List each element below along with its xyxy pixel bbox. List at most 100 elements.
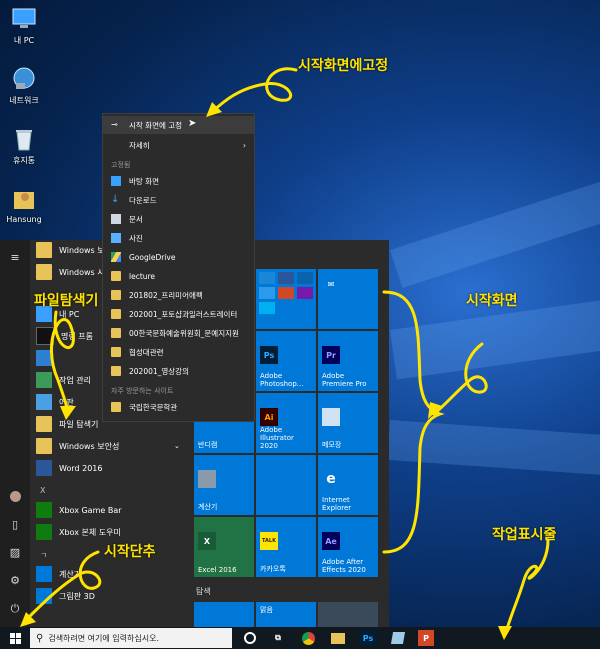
network-icon: [11, 66, 37, 92]
annotation-start-button: 시작단추: [104, 544, 156, 560]
desktop-icon-recycle-bin[interactable]: 휴지통: [4, 126, 44, 166]
pinned-item-folder[interactable]: 00한국문화예술위원회_문예지지원: [103, 324, 254, 342]
tile-calculator[interactable]: 계산기: [194, 455, 254, 515]
app-item[interactable]: 그림판 3D: [36, 586, 95, 606]
search-icon: ⚲: [36, 632, 44, 644]
calculator-icon: [198, 470, 216, 488]
folder-icon: [111, 402, 121, 412]
wallpaper-beam: [390, 169, 600, 289]
cortana-icon[interactable]: [242, 630, 258, 646]
document-icon: [111, 214, 121, 224]
pinned-item-folder[interactable]: 202001_영상강의: [103, 362, 254, 380]
pinned-item-pictures[interactable]: 사진: [103, 229, 254, 247]
app-item[interactable]: Windows 보: [36, 240, 105, 260]
pinned-item-folder[interactable]: lecture: [103, 267, 254, 285]
word-icon: [36, 460, 52, 476]
jump-list-context-menu: ⊸ 시작 화면에 고정 ➤ 자세히 › 고정됨 바탕 화면 ↓다운로드 문서 사…: [102, 113, 255, 422]
mail-icon: ✉: [327, 279, 335, 289]
powerpoint-icon[interactable]: P: [418, 630, 434, 646]
google-drive-icon: [111, 252, 121, 262]
menu-item-more[interactable]: 자세히 ›: [129, 140, 246, 150]
app-item[interactable]: 작업 관리: [36, 370, 91, 390]
app-icon[interactable]: [390, 630, 406, 646]
powerpoint-icon: [278, 287, 294, 299]
menu-item-pin-to-start[interactable]: ⊸ 시작 화면에 고정 ➤: [103, 116, 254, 134]
mouse-cursor-icon: ➤: [188, 118, 197, 129]
recycle-bin-icon: [11, 126, 37, 152]
tile-mail[interactable]: ✉: [318, 269, 378, 329]
app-item[interactable]: Word 2016: [36, 458, 102, 478]
documents-icon[interactable]: ▯: [11, 517, 19, 531]
photoshop-icon[interactable]: Ps: [360, 630, 376, 646]
onedrive-icon: [259, 287, 275, 299]
pictures-icon: [111, 233, 121, 243]
desktop-icon: [111, 176, 121, 186]
start-menu-rail: ≡ ▯ ▨ ⚙ ⏻: [0, 240, 30, 627]
premiere-icon: Pr: [322, 346, 340, 364]
pinned-item-documents[interactable]: 문서: [103, 210, 254, 228]
calculator-icon: [36, 566, 52, 582]
app-item[interactable]: Windows 보안성⌄: [36, 436, 180, 456]
tile-store[interactable]: [194, 602, 254, 627]
task-view-icon[interactable]: ⧉: [275, 633, 281, 642]
file-explorer-icon[interactable]: [330, 630, 346, 646]
word-icon: [278, 272, 294, 284]
app-item[interactable]: Xbox 본체 도우미: [36, 522, 121, 542]
hamburger-menu-icon[interactable]: ≡: [10, 250, 20, 264]
user-folder-icon: [11, 186, 37, 212]
tile-news[interactable]: [318, 602, 378, 627]
app-item-file-explorer[interactable]: 파일 탐색기: [36, 414, 98, 434]
folder-icon: [111, 271, 121, 281]
taskbar-search-box[interactable]: ⚲ 검색하려면 여기에 입력하십시오.: [30, 628, 232, 648]
desktop-icon-network[interactable]: 네트워크: [4, 66, 44, 106]
desktop-icon-my-pc[interactable]: 내 PC: [4, 6, 44, 46]
tile-group-small[interactable]: [256, 269, 316, 329]
user-avatar-icon[interactable]: [0, 485, 30, 507]
power-icon[interactable]: ⏻: [10, 602, 20, 615]
app-item[interactable]: Xbox Game Bar: [36, 500, 122, 520]
app-item[interactable]: [36, 348, 59, 368]
pinned-item-desktop[interactable]: 바탕 화면: [103, 172, 254, 190]
settings-gear-icon[interactable]: ⚙: [10, 573, 20, 587]
tile-notepad[interactable]: 메모장: [318, 393, 378, 453]
pin-icon: ⊸: [111, 120, 118, 129]
app-item[interactable]: Windows 시: [36, 262, 105, 282]
group-header[interactable]: ㄱ: [40, 551, 48, 560]
skype-icon: [259, 302, 275, 314]
app-item[interactable]: 어판: [36, 392, 74, 412]
pinned-item-folder[interactable]: 201802_프리미어애펙: [103, 286, 254, 304]
folder-icon: [36, 438, 52, 454]
control-panel-icon: [36, 350, 52, 366]
chrome-icon[interactable]: [300, 630, 316, 646]
windows-logo-icon: [9, 632, 21, 644]
tile-weather[interactable]: 맑음: [256, 602, 316, 627]
tile-group-header: 탐색: [196, 587, 211, 596]
pinned-item-folder[interactable]: 협성대관련: [103, 343, 254, 361]
start-button[interactable]: [0, 627, 30, 649]
pictures-icon[interactable]: ▨: [9, 545, 21, 559]
desktop-icon-hansung[interactable]: Hansung: [4, 186, 44, 224]
frequent-item[interactable]: 국립한국문학관: [103, 398, 254, 416]
paint3d-icon: [36, 588, 52, 604]
folder-icon: [111, 290, 121, 300]
folder-icon: [111, 309, 121, 319]
group-header[interactable]: X: [40, 486, 46, 495]
app-item[interactable]: 명령 프롬: [36, 326, 93, 346]
wallpaper-beam: [387, 420, 600, 479]
tile-blank[interactable]: [256, 455, 316, 515]
folder-icon: [36, 264, 52, 280]
pinned-item-googledrive[interactable]: GoogleDrive: [103, 248, 254, 266]
annotation-pin-to-start: 시작화면에고정: [298, 58, 389, 74]
pinned-item-folder[interactable]: 202001_포토샵과일러스트레이터: [103, 305, 254, 323]
pinned-item-downloads[interactable]: ↓다운로드: [111, 194, 157, 205]
app-item[interactable]: 계산기: [36, 564, 81, 584]
taskbar: ⚲ 검색하려면 여기에 입력하십시오. ⧉ Ps P: [0, 627, 600, 649]
frequent-header: 자주 방문하는 사이트: [111, 387, 174, 395]
